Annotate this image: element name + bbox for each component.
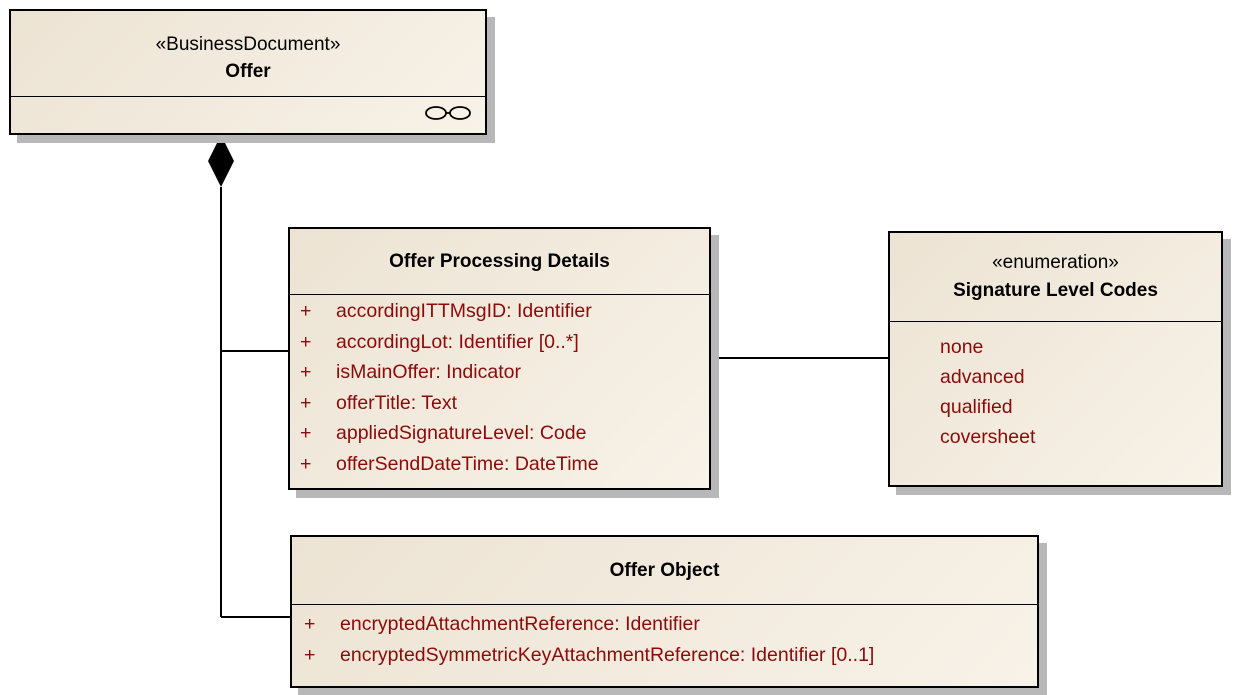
enum-literal[interactable]: coversheet [940, 426, 1036, 448]
signature-codes-literals: none advanced qualified coversheet [890, 321, 1221, 452]
signature-level-codes-enum[interactable]: «enumeration» Signature Level Codes none… [888, 231, 1223, 487]
composition-diamond [208, 135, 234, 187]
composite-link-icon [425, 106, 471, 120]
visibility-marker: + [300, 330, 312, 353]
offer-class[interactable]: «BusinessDocument» Offer [9, 9, 487, 135]
offer-object-class-name: Offer Object [609, 560, 720, 581]
attribute-row[interactable]: + encryptedAttachmentReference: Identifie… [304, 609, 1037, 640]
visibility-marker: + [300, 422, 312, 444]
attribute-row[interactable]: + isMainOffer: Indicator [300, 357, 709, 388]
attribute-text: appliedSignatureLevel: Code [336, 422, 587, 444]
visibility-marker: + [300, 391, 312, 414]
offer-class-header: «BusinessDocument» Offer [11, 11, 485, 96]
attribute-row[interactable]: + accordingITTMsgID: Identifier [300, 296, 709, 327]
signature-codes-stereotype: «enumeration» [992, 252, 1119, 273]
visibility-marker: + [300, 361, 312, 383]
processing-details-header: Offer Processing Details [290, 229, 709, 294]
attribute-text: accordingLot: Identifier [0..*] [336, 330, 579, 353]
attribute-text: encryptedAttachmentReference: Identifier [340, 613, 700, 635]
visibility-marker: + [304, 643, 316, 666]
attribute-text: encryptedSymmetricKeyAttachmentReference… [340, 643, 875, 666]
offer-class-separator [11, 96, 485, 136]
attribute-text: accordingITTMsgID: Identifier [336, 300, 592, 322]
processing-details-attributes: + accordingITTMsgID: Identifier + accordin… [290, 294, 709, 479]
enum-literal[interactable]: none [940, 336, 984, 358]
attribute-text: offerTitle: Text [336, 391, 458, 414]
visibility-marker: + [304, 613, 316, 635]
visibility-marker: + [300, 300, 312, 322]
visibility-marker: + [300, 452, 312, 475]
attribute-row[interactable]: + offerTitle: Text [300, 388, 709, 419]
signature-codes-header: «enumeration» Signature Level Codes [890, 233, 1221, 321]
offer-object-class[interactable]: Offer Object + encryptedAttachmentReferen… [290, 535, 1039, 688]
offer-processing-details-class[interactable]: Offer Processing Details + accordingITTMs… [288, 227, 711, 490]
attribute-row[interactable]: + accordingLot: Identifier [0..*] [300, 327, 709, 358]
attribute-row[interactable]: + appliedSignatureLevel: Code [300, 418, 709, 449]
signature-codes-class-name: Signature Level Codes [953, 280, 1158, 301]
attribute-text: offerSendDateTime: DateTime [336, 452, 599, 475]
attribute-text: isMainOffer: Indicator [336, 361, 521, 383]
attribute-row[interactable]: + offerSendDateTime: DateTime [300, 449, 709, 480]
enum-literal[interactable]: advanced [940, 366, 1025, 388]
attribute-row[interactable]: + encryptedSymmetricKeyAttachmentReferenc… [304, 640, 1037, 671]
offer-stereotype: «BusinessDocument» [155, 34, 341, 55]
offer-object-header: Offer Object [292, 537, 1037, 604]
offer-object-attributes: + encryptedAttachmentReference: Identifie… [292, 604, 1037, 670]
offer-class-name: Offer [225, 61, 271, 82]
enum-literal[interactable]: qualified [940, 396, 1013, 418]
processing-details-class-name: Offer Processing Details [389, 251, 610, 272]
